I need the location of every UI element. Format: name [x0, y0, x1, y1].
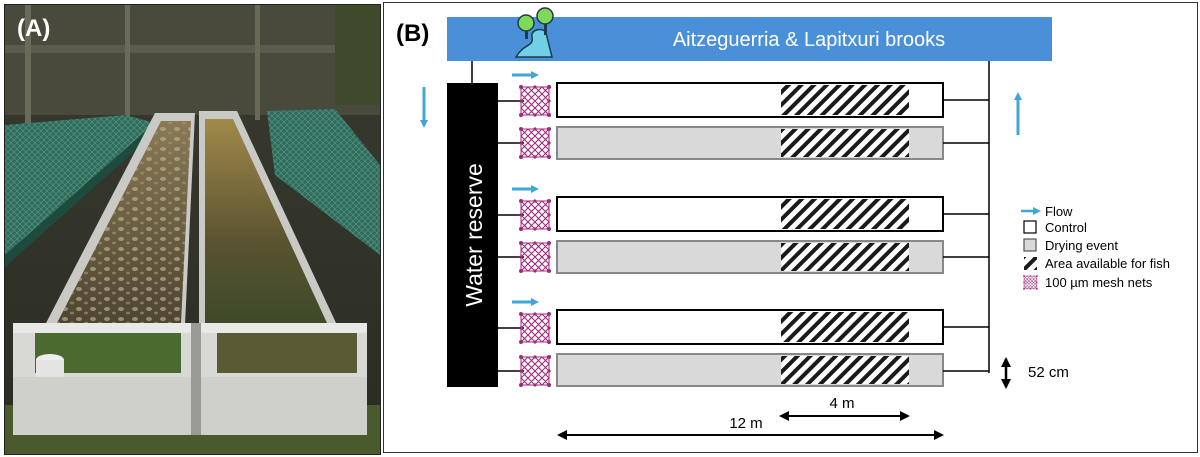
photo-panel: (A): [4, 4, 381, 455]
width-dimension-label: 52 cm: [1028, 364, 1069, 381]
brook-icon: [514, 7, 554, 58]
channel-6: [498, 353, 989, 388]
channel-4: [498, 240, 989, 274]
legend-mesh: 100 µm mesh nets: [1022, 274, 1153, 291]
legend-flow-label: Flow: [1045, 204, 1073, 219]
channel-2: [498, 126, 989, 160]
length-dimension-label: 12 m: [729, 415, 762, 432]
channel-5: [498, 298, 989, 345]
schematic-diagram: Aitzeguerria & Lapitxuri brooks (B) Wate…: [396, 7, 1170, 440]
mesocosm-photo: [5, 5, 380, 454]
legend-drying: Drying event: [1023, 238, 1118, 253]
legend-fish-area: Area available for fish: [1024, 256, 1170, 271]
fish-zone-dimension-label: 4 m: [829, 395, 854, 412]
legend-mesh-label: 100 µm mesh nets: [1045, 275, 1153, 290]
legend-flow: Flow: [1021, 204, 1073, 219]
channel-3: [498, 185, 989, 232]
legend-control: Control: [1023, 220, 1087, 235]
legend-drying-label: Drying event: [1045, 238, 1118, 253]
brook-title: Aitzeguerria & Lapitxuri brooks: [673, 29, 945, 51]
legend: Flow Control Drying event Area available…: [1021, 204, 1170, 291]
panel-b-label: (B): [396, 20, 429, 47]
water-reserve: [447, 83, 498, 387]
panel-a-label: (A): [17, 15, 51, 42]
legend-control-label: Control: [1045, 220, 1087, 235]
water-reserve-label: Water reserve: [461, 163, 487, 307]
legend-fish-label: Area available for fish: [1045, 256, 1170, 271]
channel-1: [498, 71, 989, 118]
schematic-panel: Aitzeguerria & Lapitxuri brooks (B) Wate…: [383, 2, 1198, 453]
